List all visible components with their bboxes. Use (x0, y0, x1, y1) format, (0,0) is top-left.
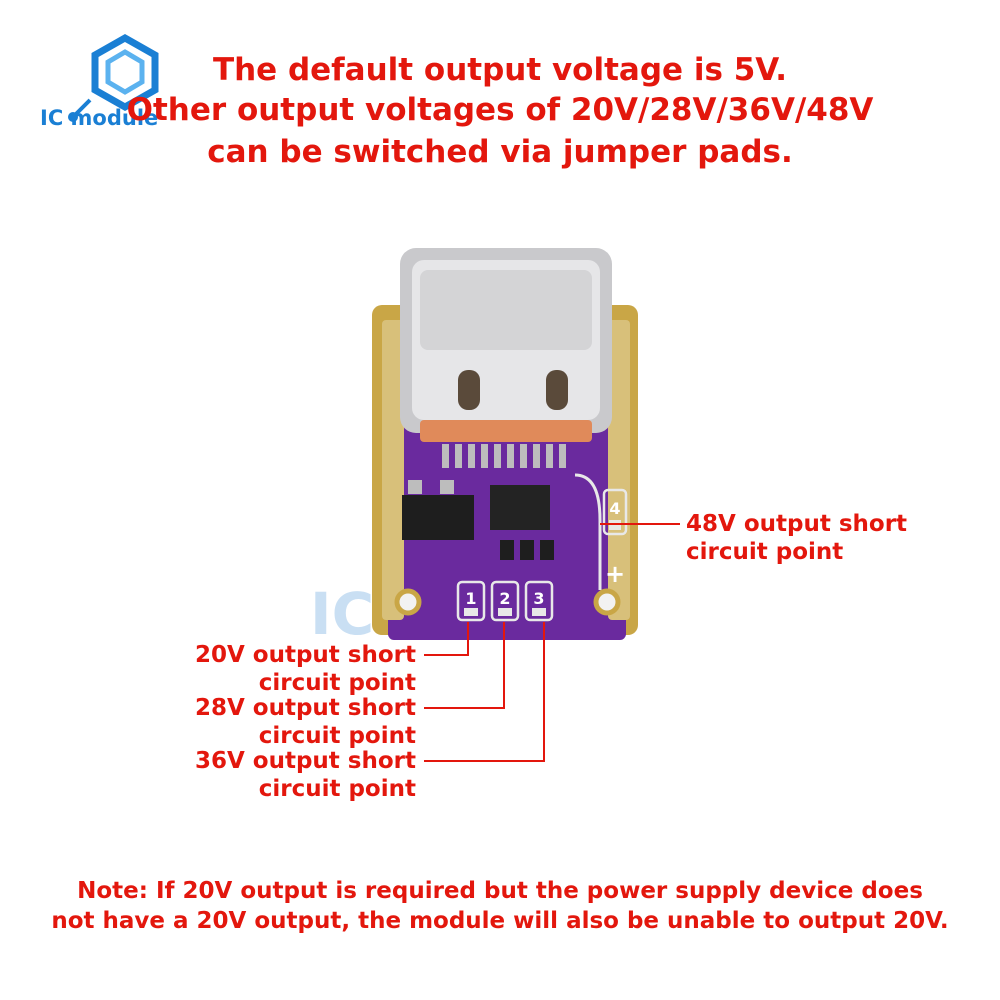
mounting-hole (593, 588, 621, 616)
headline-line-3: can be switched via jumper pads. (207, 134, 793, 170)
callout-36v-line-2: circuit point (258, 776, 416, 802)
callout-48v-line-2: circuit point (686, 539, 844, 565)
callout-28v-line-1: 28V output short (194, 695, 416, 721)
hexagon-circuit-logo-icon (68, 33, 159, 122)
note-line-1: Note: If 20V output is required but the … (77, 878, 923, 904)
pad-label-1: 1 (465, 589, 476, 608)
pcb-module-image: 1 2 3 4 + (372, 248, 638, 640)
callout-20v-line-2: circuit point (258, 670, 416, 696)
callout-36v: 36V output short circuit point (36, 747, 416, 803)
plus-sign: + (605, 560, 625, 588)
pad-label-2: 2 (499, 589, 510, 608)
mounting-hole (394, 588, 422, 616)
note-line-2: not have a 20V output, the module will a… (51, 908, 949, 934)
callout-28v: 28V output short circuit point (36, 694, 416, 750)
pad-label-4: 4 (609, 499, 620, 518)
callout-28v-line-2: circuit point (258, 723, 416, 749)
ic-chip (490, 485, 550, 530)
pad-label-3: 3 (533, 589, 544, 608)
ic-chip (402, 495, 474, 540)
headline-line-2: Other output voltages of 20V/28V/36V/48V (126, 92, 874, 128)
callout-48v-line-1: 48V output short (686, 511, 908, 537)
callout-36v-line-1: 36V output short (194, 748, 416, 774)
callout-20v-line-1: 20V output short (194, 642, 416, 668)
callout-48v: 48V output short circuit point (686, 510, 907, 566)
headline-line-1: The default output voltage is 5V. (212, 52, 788, 88)
callout-20v: 20V output short circuit point (36, 641, 416, 697)
logo-text: IC module (40, 106, 159, 130)
